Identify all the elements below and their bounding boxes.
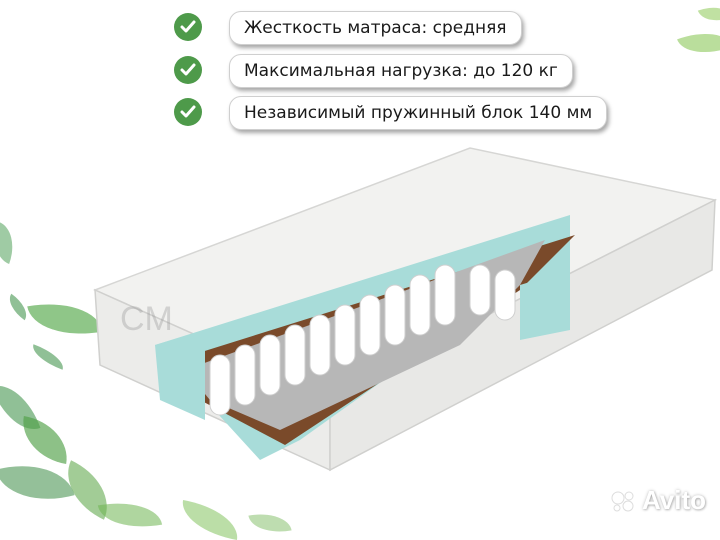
avito-logo-text: Avito — [641, 485, 706, 515]
feature-item: Максимальная нагрузка: до 120 кг — [174, 54, 573, 88]
check-circle-icon — [174, 56, 202, 84]
avito-logo: Avito — [610, 485, 706, 516]
watermark-text: CM — [120, 300, 173, 338]
feature-item: Независимый пружинный блок 140 мм — [174, 96, 608, 130]
feature-label: Независимый пружинный блок 140 мм — [229, 96, 608, 130]
feature-label: Максимальная нагрузка: до 120 кг — [229, 54, 573, 88]
check-circle-icon — [174, 98, 202, 126]
feature-item: Жесткость матраса: средняя — [174, 11, 522, 45]
check-circle-icon — [174, 13, 202, 41]
avito-dots-icon — [611, 491, 634, 511]
feature-label: Жесткость матраса: средняя — [229, 11, 522, 45]
